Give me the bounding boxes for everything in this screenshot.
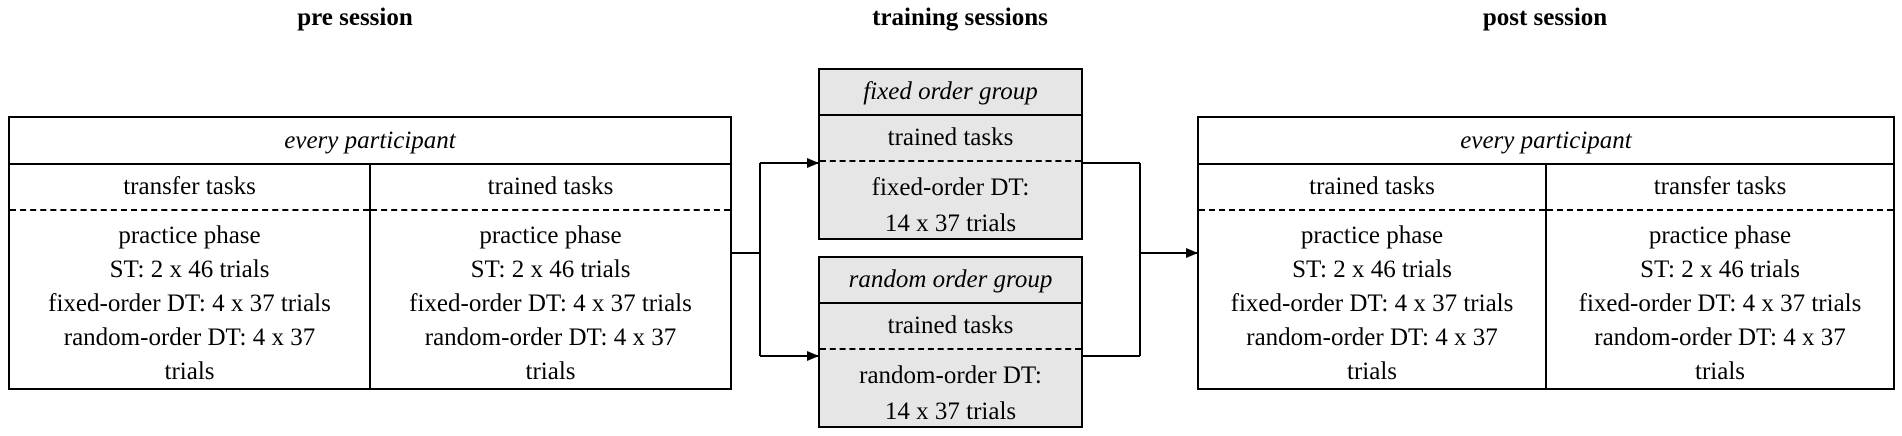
pre-session-title: every participant xyxy=(10,118,730,165)
st-line: ST: 2 x 46 trials xyxy=(1292,256,1452,283)
fixed-order-line: fixed-order DT: 4 x 37 trials xyxy=(1230,290,1514,317)
random-order-line-cont: trials xyxy=(1347,358,1397,385)
random-order-line-cont: trials xyxy=(525,358,576,385)
group-title: fixed order group xyxy=(820,70,1081,116)
group-line: 14 x 37 trials xyxy=(884,398,1017,425)
post-session-heading: post session xyxy=(1482,4,1608,31)
random-order-group-box: random order group trained tasks random-… xyxy=(818,256,1083,428)
fixed-order-group-box: fixed order group trained tasks fixed-or… xyxy=(818,68,1083,240)
random-order-line-cont: trials xyxy=(164,358,215,385)
column-header: transfer tasks xyxy=(1547,165,1893,211)
practice-line: practice phase xyxy=(1300,222,1444,249)
pre-transfer-tasks-column: transfer tasks practice phase ST: 2 x 46… xyxy=(10,165,369,390)
post-session-table: every participant trained tasks practice… xyxy=(1197,116,1895,390)
fixed-order-line: fixed-order DT: 4 x 37 trials xyxy=(48,290,331,317)
column-header: transfer tasks xyxy=(10,165,369,211)
random-order-line: random-order DT: 4 x 37 xyxy=(1246,324,1498,351)
pre-session-heading: pre session xyxy=(297,4,413,31)
practice-line: practice phase xyxy=(1648,222,1792,249)
random-order-line: random-order DT: 4 x 37 xyxy=(1594,324,1846,351)
post-session-title: every participant xyxy=(1199,118,1893,165)
practice-line: practice phase xyxy=(479,222,622,249)
st-line: ST: 2 x 46 trials xyxy=(470,256,631,283)
group-title: random order group xyxy=(820,258,1081,304)
group-line: random-order DT: xyxy=(859,362,1042,389)
fixed-order-line: fixed-order DT: 4 x 37 trials xyxy=(409,290,692,317)
column-header: trained tasks xyxy=(1199,165,1545,211)
pre-trained-tasks-column: trained tasks practice phase ST: 2 x 46 … xyxy=(369,165,730,390)
fixed-order-line: fixed-order DT: 4 x 37 trials xyxy=(1578,290,1862,317)
st-line: ST: 2 x 46 trials xyxy=(1640,256,1800,283)
group-tasks: trained tasks xyxy=(820,116,1081,162)
practice-line: practice phase xyxy=(118,222,261,249)
group-line: 14 x 37 trials xyxy=(884,210,1017,237)
pre-session-table: every participant transfer tasks practic… xyxy=(8,116,732,390)
training-sessions-heading: training sessions xyxy=(872,4,1048,31)
column-header: trained tasks xyxy=(371,165,730,211)
post-transfer-tasks-column: transfer tasks practice phase ST: 2 x 46… xyxy=(1545,165,1893,390)
random-order-line: random-order DT: 4 x 37 xyxy=(63,324,316,351)
post-trained-tasks-column: trained tasks practice phase ST: 2 x 46 … xyxy=(1199,165,1545,390)
group-line: fixed-order DT: xyxy=(871,174,1030,201)
st-line: ST: 2 x 46 trials xyxy=(109,256,270,283)
random-order-line: random-order DT: 4 x 37 xyxy=(424,324,677,351)
random-order-line-cont: trials xyxy=(1695,358,1745,385)
group-tasks: trained tasks xyxy=(820,304,1081,350)
